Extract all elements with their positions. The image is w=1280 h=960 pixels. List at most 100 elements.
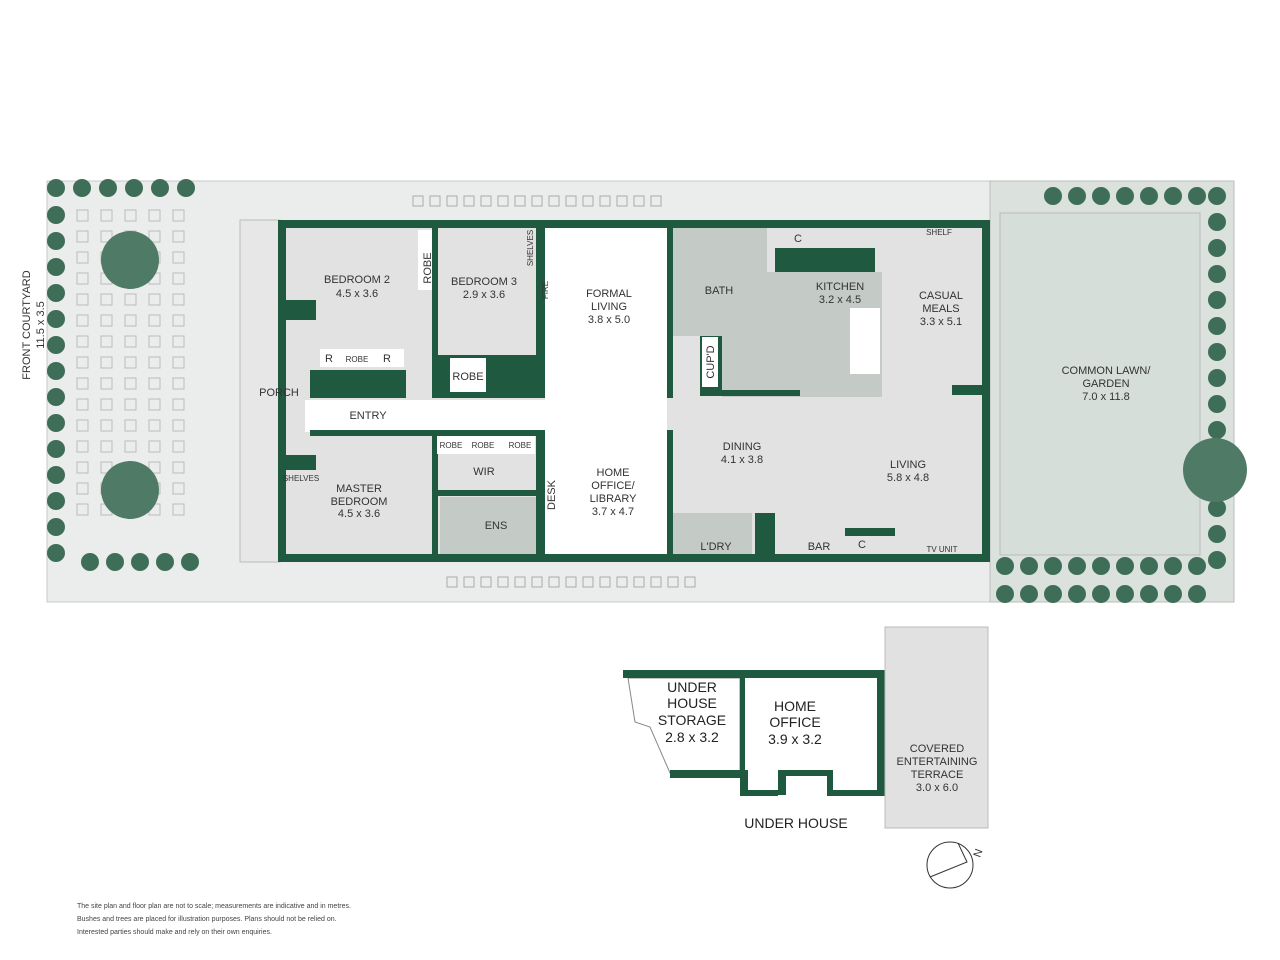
paver — [76, 419, 89, 432]
casual-meals-size: 3.3 x 5.1 — [920, 316, 962, 328]
robes-b2 — [320, 349, 404, 367]
paver — [148, 419, 161, 432]
shelves-label: SHELVES — [526, 230, 535, 266]
bush — [1044, 585, 1062, 603]
robe-label: ROBE — [422, 252, 434, 283]
laundry-floor — [672, 513, 752, 555]
office-name: LIBRARY — [590, 493, 638, 505]
paver — [76, 251, 89, 264]
paver — [172, 398, 185, 411]
paver — [76, 356, 89, 369]
paver — [76, 503, 89, 516]
ens-label: ENS — [485, 520, 508, 532]
paver — [124, 419, 137, 432]
bush — [1116, 557, 1134, 575]
tv-unit-label: TV UNIT — [926, 545, 957, 554]
paver — [172, 272, 185, 285]
paver — [148, 356, 161, 369]
bush — [1020, 585, 1038, 603]
lawn-name: COMMON LAWN/ — [1062, 365, 1152, 377]
kitchen-island — [850, 308, 880, 374]
lawn-size: 7.0 x 11.8 — [1082, 391, 1130, 403]
paver — [172, 503, 185, 516]
under-office-name: OFFICE — [769, 714, 820, 730]
cupboard-label: C — [794, 233, 802, 245]
bush — [47, 310, 65, 328]
porch-area — [239, 219, 281, 563]
compass-north-label: N — [972, 847, 986, 859]
bush — [1208, 265, 1226, 283]
paver — [76, 293, 89, 306]
deck-square — [446, 195, 458, 207]
robe-label: ROBE — [509, 441, 532, 450]
paver — [172, 461, 185, 474]
bush — [1116, 187, 1134, 205]
under-office-size: 3.9 x 3.2 — [768, 731, 822, 747]
deck-square — [531, 195, 543, 207]
bush — [1044, 557, 1062, 575]
bush — [1092, 557, 1110, 575]
deck-square — [463, 195, 475, 207]
desk — [545, 432, 561, 554]
deck-square — [650, 576, 662, 588]
bush — [1164, 187, 1182, 205]
paver — [100, 209, 113, 222]
paver — [100, 335, 113, 348]
robe-b3 — [450, 358, 486, 392]
lawn — [999, 212, 1201, 556]
paver — [172, 335, 185, 348]
paver — [100, 377, 113, 390]
paver — [124, 314, 137, 327]
paver — [172, 209, 185, 222]
paver — [148, 461, 161, 474]
office-name: OFFICE/ — [591, 480, 635, 492]
paver — [100, 356, 113, 369]
kitchen-size: 3.2 x 4.5 — [819, 294, 861, 306]
tree — [101, 231, 159, 289]
paver — [172, 251, 185, 264]
deck-square — [582, 576, 594, 588]
master-size: 4.5 x 3.6 — [338, 508, 380, 520]
living-name: LIVING — [890, 459, 926, 471]
paver — [124, 398, 137, 411]
paver — [100, 419, 113, 432]
bush — [47, 492, 65, 510]
cupboard-label: CUP'D — [705, 345, 717, 378]
bush — [151, 179, 169, 197]
terrace-name: COVERED — [910, 743, 964, 755]
compass: N — [926, 841, 986, 889]
bush — [47, 518, 65, 536]
bush — [47, 414, 65, 432]
bush — [81, 553, 99, 571]
bar-label: BAR — [808, 541, 831, 553]
kitchen-name: KITCHEN — [816, 281, 864, 293]
paver — [172, 356, 185, 369]
formal-living-name: FORMAL — [586, 288, 632, 300]
master-name: MASTER — [336, 483, 382, 495]
lawn-name: GARDEN — [1082, 378, 1129, 390]
bush — [47, 232, 65, 250]
paver — [76, 440, 89, 453]
formal-living-floor — [545, 226, 667, 406]
bush — [1188, 187, 1206, 205]
storage-name: STORAGE — [658, 712, 726, 728]
deck-square — [650, 195, 662, 207]
paver — [76, 272, 89, 285]
disclaimer-line-2: Bushes and trees are placed for illustra… — [77, 916, 337, 923]
paver — [100, 440, 113, 453]
bedroom2-name: BEDROOM 2 — [324, 274, 390, 286]
bush — [1116, 585, 1134, 603]
bush — [1140, 585, 1158, 603]
deck-squares — [412, 195, 696, 588]
office-name: HOME — [597, 467, 630, 479]
master-name: BEDROOM — [331, 496, 388, 508]
paver — [172, 440, 185, 453]
under-house-walls — [623, 670, 885, 796]
bush — [1208, 239, 1226, 257]
bush — [1140, 187, 1158, 205]
deck-square — [599, 195, 611, 207]
dining-size: 4.1 x 3.8 — [721, 454, 763, 466]
deck-square — [514, 195, 526, 207]
